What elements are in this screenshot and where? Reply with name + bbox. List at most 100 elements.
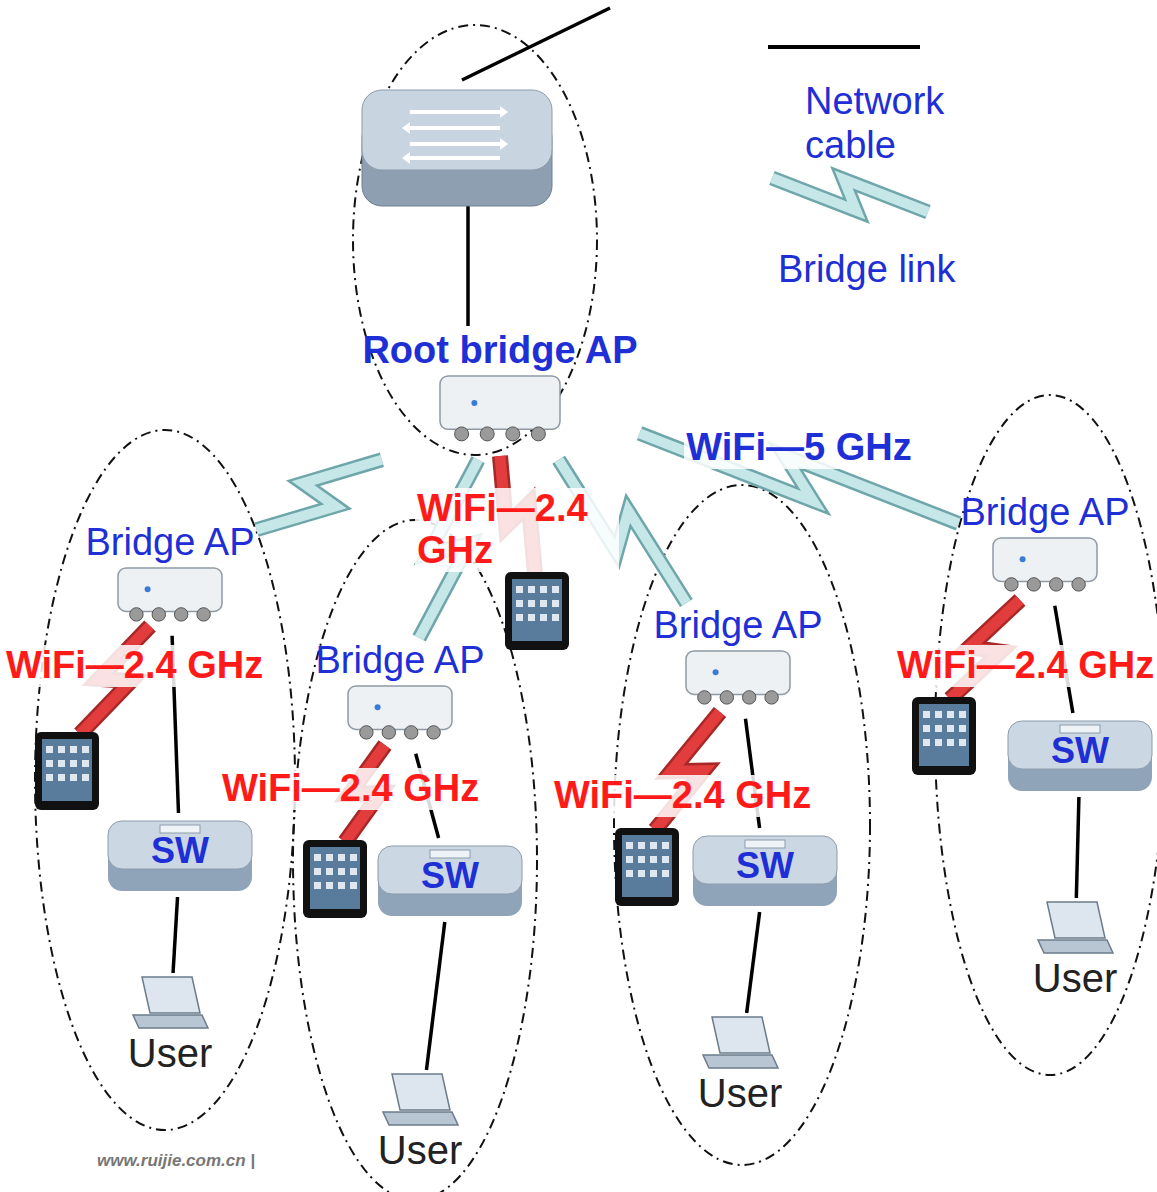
switch: SW [1005,715,1155,795]
cable-line [747,912,760,1013]
ap-port [742,690,755,703]
ap-icon [989,534,1101,604]
tablet-screen [919,704,969,766]
ap-led [145,586,151,592]
tablet-app [326,868,333,875]
tablet-app [314,854,321,861]
switch: SW [690,830,840,910]
tablet-app [338,868,345,875]
tablet-icon [35,732,99,810]
laptop-screen [392,1074,450,1110]
bridge-ap: Bridge AP [86,522,255,634]
tablet-app [650,842,657,849]
bridge-ap: Bridge AP [961,492,1130,604]
core-arrow [410,142,500,146]
core-arrow [410,110,500,114]
tablet-app [70,774,77,781]
laptop-icon [1035,900,1115,956]
tablet-app [959,739,966,746]
laptop-screen [1047,902,1105,938]
core-arrow [410,126,500,130]
core-switch-top [362,90,552,170]
tablet-app [338,882,345,889]
tablet-app [82,774,89,781]
tablet-app [638,856,645,863]
ap-port [531,427,545,441]
tablet-app [350,882,357,889]
tablet-body [35,732,99,810]
tablet-body [505,572,569,650]
ap-port [1027,577,1040,590]
cable-line [426,922,444,1070]
tablet-app [326,882,333,889]
group-outline [293,520,537,1192]
user-laptop: User [1033,900,1117,1000]
node-label: Bridge AP [961,492,1130,534]
tablet-app [935,739,942,746]
tablet-app [959,725,966,732]
network-cable [426,922,444,1070]
tablet-app [638,842,645,849]
tablet-app [638,870,645,877]
tablet-body [912,697,976,775]
tablet-screen [310,847,360,909]
bridge-link [257,460,382,530]
watermark: www.ruijie.com.cn | [95,1152,257,1171]
tablet-app [314,882,321,889]
tablet-app [947,725,954,732]
ap-port [698,690,711,703]
ap-led [1020,556,1026,562]
laptop-screen [712,1017,770,1053]
tablet-app [552,614,559,621]
core-cable [466,200,470,326]
ap-port [197,607,210,620]
laptop-icon [130,975,210,1031]
node-label: User [698,1071,782,1115]
ap-port [404,725,417,738]
tablet-app [528,600,535,607]
ap-icon [344,682,456,752]
tablet-screen [622,835,672,897]
network-cable [1076,797,1079,898]
bridge-ap: Bridge AP [316,640,485,752]
ap-icon [114,564,226,634]
ap-port [765,690,778,703]
node-label: Bridge AP [316,640,485,682]
tablet-app [959,711,966,718]
switch: SW [375,840,525,920]
legend-text: Bridge link [778,248,998,292]
switch: SW [105,815,255,895]
ap-port [455,427,469,441]
tablet-app [923,739,930,746]
core-arrow-head [402,122,410,134]
ap-led [375,704,381,710]
tablet-app [46,746,53,753]
tablet-app [58,774,65,781]
tablet-app [662,856,669,863]
ap-port [1072,577,1085,590]
bridge-link-outline [257,460,382,530]
tablet-app [650,856,657,863]
tablet-app [662,870,669,877]
ap-port [130,607,143,620]
laptop-base [703,1055,778,1068]
ap-port [382,725,395,738]
node-label: User [128,1031,212,1075]
tablet-app [58,746,65,753]
band-label: WiFi—2.4 GHz [4,645,265,687]
tablet-app [540,586,547,593]
tablet-app [552,600,559,607]
ap-icon [682,647,794,717]
laptop-base [383,1112,458,1125]
node-label: User [1033,956,1117,1000]
group-outline [353,25,597,455]
network-cable [747,912,760,1013]
ap-port [480,427,494,441]
ap-port [720,690,733,703]
node-label: SW [736,846,794,886]
ap-body [348,686,452,729]
tablet-icon [912,697,976,775]
ap-body [993,538,1097,581]
uplink-cable [462,8,610,80]
